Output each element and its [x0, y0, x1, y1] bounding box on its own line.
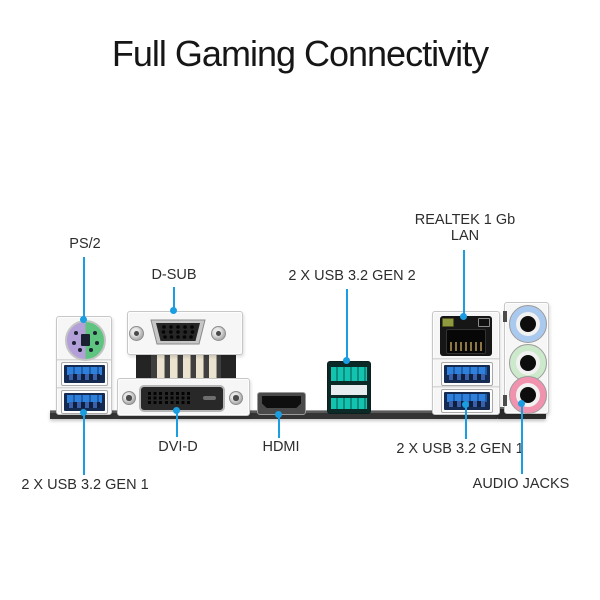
vga-screw [211, 326, 226, 341]
dsub-label: D-SUB [151, 267, 197, 283]
jack-hole [520, 316, 536, 332]
usb-gen1-right-leader-line [465, 405, 467, 439]
ps2-pin [78, 348, 82, 352]
usb-gen1-left-leader-line [83, 413, 85, 475]
ps2-leader-dot [80, 316, 87, 323]
usb-gen2-label: 2 X USB 3.2 GEN 2 [288, 268, 416, 284]
bracket-seam [433, 386, 499, 388]
dvi-screw [122, 391, 136, 405]
hdmi-slot [262, 396, 301, 408]
usb-cavity [444, 365, 490, 383]
ps2-pin [72, 341, 76, 345]
usb-gen1-port [61, 362, 108, 386]
lan-led-left [442, 318, 454, 327]
riser-pin [196, 352, 203, 379]
jack-hole [520, 355, 536, 371]
hdmi-label: HDMI [262, 439, 300, 455]
lan-label: REALTEK 1 Gb LAN [415, 212, 515, 244]
usb-gen1-left-leader-dot [80, 409, 87, 416]
dvi-port [139, 385, 225, 412]
usb-gen1-left-label: 2 X USB 3.2 GEN 1 [21, 477, 149, 493]
ps2-pin [74, 331, 78, 335]
audio-jack-line-out [509, 344, 547, 382]
hdmi-leader-line [278, 415, 280, 438]
usb-tongue [67, 395, 102, 403]
bracket-seam [433, 358, 499, 360]
ps2-pin [93, 331, 97, 335]
audio-jack-line-in [509, 305, 547, 343]
bracket-clip [503, 311, 507, 322]
usb-gen1-port [441, 362, 493, 386]
dsub-leader-dot [170, 307, 177, 314]
ps2-leader-line [83, 257, 85, 321]
riser-pin [209, 352, 216, 379]
dvi-leader-dot [173, 407, 180, 414]
dvi-pin-grid [148, 391, 192, 404]
dvi-screw [229, 391, 243, 405]
jack-hole [520, 387, 536, 403]
usb-cavity [64, 365, 105, 383]
audio-leader-dot [518, 400, 525, 407]
lan-leader-line [463, 250, 465, 317]
usb-gen2-gap [331, 385, 367, 395]
usb-cavity [64, 393, 105, 411]
usb-tongue [447, 367, 487, 375]
lan-leader-dot [460, 313, 467, 320]
ps2-pin [95, 341, 99, 345]
riser-side [136, 352, 151, 379]
ps2-pin [89, 348, 93, 352]
riser-side [221, 352, 236, 379]
usb-contacts [69, 374, 100, 380]
bracket-seam [57, 387, 111, 389]
usb-gen2-tongue [331, 398, 367, 409]
usb-contacts [69, 402, 100, 408]
lan-opening [446, 329, 486, 354]
dvi-label: DVI-D [158, 439, 198, 455]
usb-tongue [447, 394, 487, 402]
right-io-bracket [432, 311, 500, 415]
audio-bracket [503, 302, 549, 414]
usb-gen1-right-leader-dot [462, 401, 469, 408]
vga-screw [129, 326, 144, 341]
usb-gen1-right-label: 2 X USB 3.2 GEN 1 [396, 441, 524, 457]
bracket-clip [503, 395, 507, 406]
audio-jacks-label: AUDIO JACKS [472, 476, 570, 492]
lan-led-right [478, 318, 490, 327]
hdmi-leader-dot [275, 411, 282, 418]
left-io-bracket [56, 316, 112, 415]
page-title: Full Gaming Connectivity [111, 33, 489, 74]
riser-pin [183, 352, 190, 379]
lan-label-line2: LAN [450, 228, 480, 244]
ps2-key-slot [81, 334, 90, 346]
lan-pins [450, 342, 482, 351]
ps2-port [65, 320, 106, 361]
usb-gen2-leader-line [346, 289, 348, 361]
vga-port [147, 319, 209, 350]
lan-label-line1: REALTEK 1 Gb [414, 212, 516, 228]
audio-jack-mic [509, 376, 547, 414]
ps2-label: PS/2 [69, 236, 101, 252]
vga-dvi-riser [136, 352, 236, 379]
riser-pin [170, 352, 177, 379]
usb-gen2-tongue [331, 367, 367, 381]
usb-gen2-leader-dot [343, 357, 350, 364]
riser-pin [157, 352, 164, 379]
lan-port [440, 316, 492, 356]
dsub-leader-line [173, 287, 175, 311]
hdmi-port [257, 392, 306, 415]
audio-leader-line [521, 404, 523, 474]
usb-tongue [67, 367, 102, 375]
usb-contacts [449, 374, 485, 380]
usb-gen2-port-stack [327, 361, 371, 414]
dvi-flat-pin-slot [203, 396, 216, 400]
dvi-leader-line [176, 411, 178, 437]
